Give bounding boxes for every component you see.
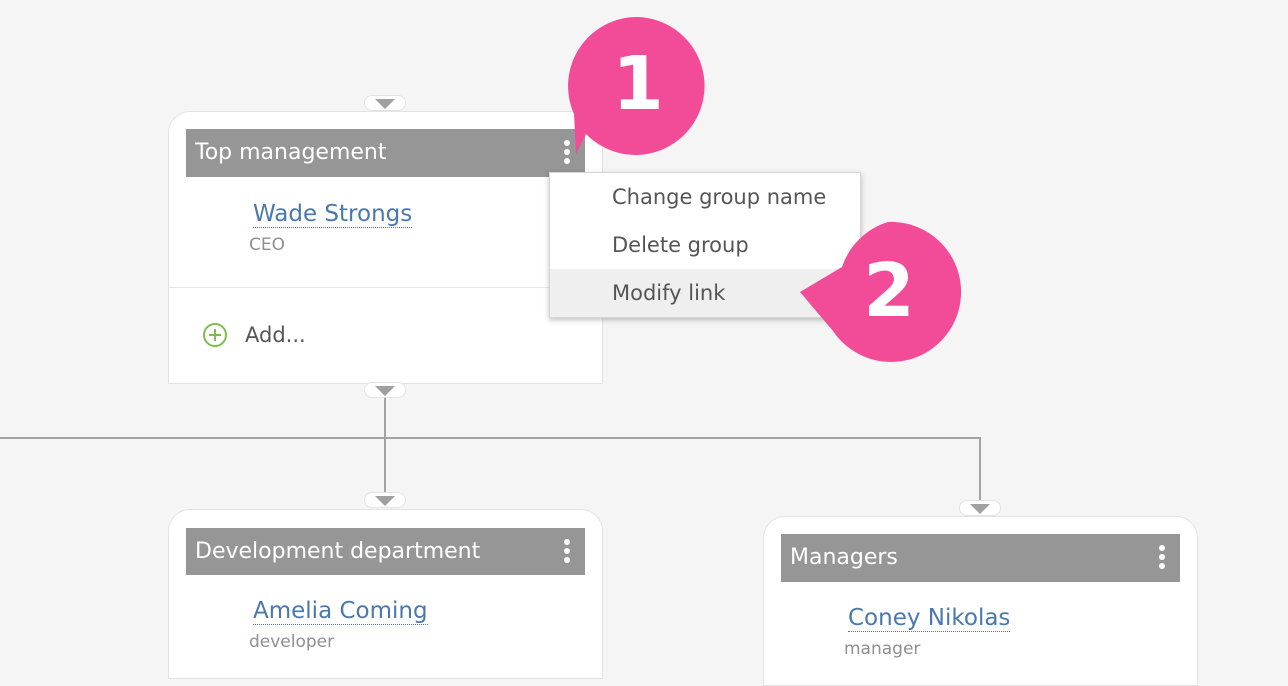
group-card-development: Development department Amelia Coming dev… bbox=[168, 509, 603, 679]
add-member-button[interactable]: Add... bbox=[203, 318, 306, 352]
group-title: Development department bbox=[195, 539, 481, 564]
group-header: Development department bbox=[186, 528, 585, 575]
callout-badge-2-shape bbox=[800, 221, 962, 362]
callout-badge-1-shape bbox=[568, 16, 705, 155]
add-label: Add... bbox=[245, 323, 306, 347]
group-header: Managers bbox=[781, 534, 1180, 582]
group-menu-icon[interactable] bbox=[1154, 543, 1170, 573]
member-role: CEO bbox=[249, 235, 285, 255]
group-menu-icon[interactable] bbox=[559, 138, 575, 168]
group-menu-icon[interactable] bbox=[559, 537, 575, 567]
connector-lines bbox=[0, 392, 981, 500]
member-role: manager bbox=[844, 639, 921, 659]
callout-badge-1: 1 bbox=[612, 41, 664, 127]
group-card-top-management: Top management Wade Strongs CEO Add... bbox=[168, 111, 603, 384]
callout-badge-2: 2 bbox=[863, 248, 915, 334]
output-port-top[interactable] bbox=[364, 382, 406, 398]
plus-circle-icon bbox=[203, 323, 227, 347]
input-port-top[interactable] bbox=[364, 95, 406, 111]
member-role: developer bbox=[249, 632, 335, 652]
menu-item-change-group-name[interactable]: Change group name bbox=[612, 185, 827, 209]
member-name-link[interactable]: Wade Strongs bbox=[253, 201, 413, 228]
menu-item-delete-group[interactable]: Delete group bbox=[612, 233, 749, 257]
input-port-managers[interactable] bbox=[959, 500, 1001, 516]
input-port-development[interactable] bbox=[364, 492, 406, 508]
group-title: Managers bbox=[790, 545, 898, 570]
group-header: Top management bbox=[186, 129, 585, 177]
member-name-link[interactable]: Coney Nikolas bbox=[848, 605, 1011, 632]
connector-to-managers bbox=[385, 437, 981, 500]
member-name-link[interactable]: Amelia Coming bbox=[253, 598, 428, 625]
group-context-menu: Change group name Delete group Modify li… bbox=[549, 172, 861, 318]
card-divider bbox=[169, 287, 602, 288]
group-card-managers: Managers Coney Nikolas manager bbox=[763, 516, 1198, 686]
group-title: Top management bbox=[195, 140, 387, 165]
